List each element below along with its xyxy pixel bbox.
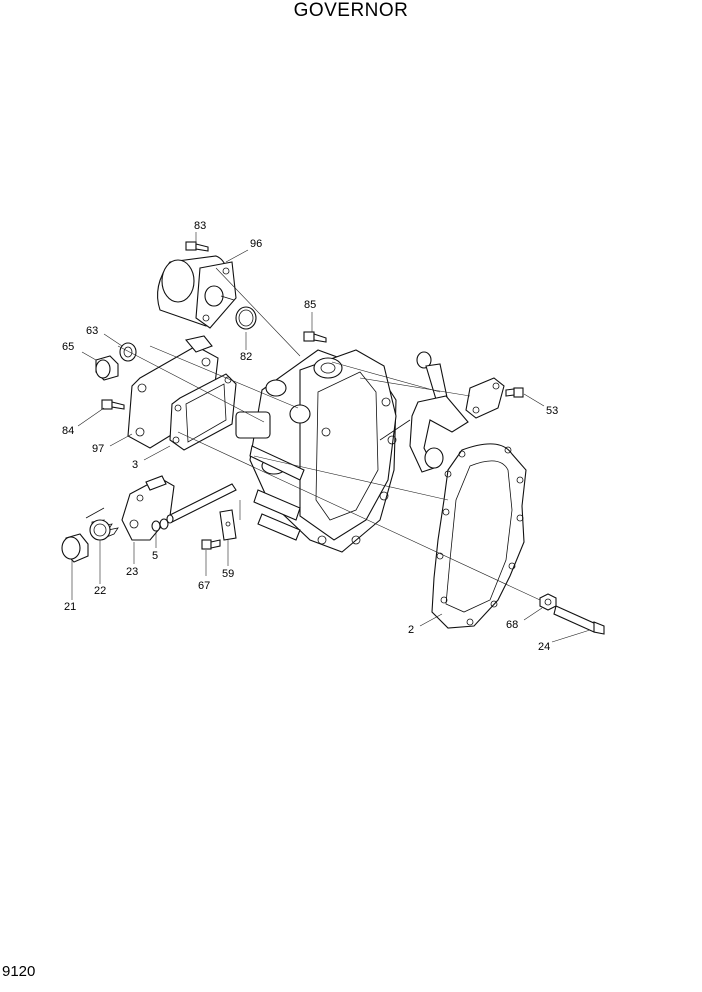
callout-82: 82 — [240, 351, 252, 363]
callout-5: 5 — [152, 550, 158, 562]
callout-53: 53 — [546, 405, 558, 417]
callout-22: 22 — [94, 585, 106, 597]
solenoid-part-96 — [157, 255, 237, 329]
plug-part-21 — [61, 533, 89, 563]
callout-67: 67 — [198, 580, 210, 592]
callout-63: 63 — [86, 325, 98, 337]
callout-59: 59 — [222, 568, 234, 580]
callout-65: 65 — [62, 341, 74, 353]
callout-3: 3 — [132, 459, 138, 471]
gasket-part-3 — [169, 373, 237, 451]
gasket-part-2 — [431, 443, 527, 629]
callout-83: 83 — [194, 220, 206, 232]
callout-24: 24 — [538, 641, 550, 653]
callout-2: 2 — [408, 624, 414, 636]
page-number: 9120 — [2, 963, 36, 980]
callout-68: 68 — [506, 619, 518, 631]
page-title: GOVERNOR — [293, 0, 409, 21]
plug-part-65 — [95, 355, 119, 381]
governor-housing — [235, 349, 397, 553]
bolt-part-83 — [185, 241, 209, 252]
callout-84: 84 — [62, 425, 74, 437]
spring-part-22 — [85, 507, 119, 541]
governor-lever-assembly — [379, 351, 469, 473]
clip-part-59 — [219, 509, 237, 541]
ring-part-5 — [151, 518, 169, 532]
bolt-part-84 — [101, 399, 125, 410]
nut-part-68 — [539, 593, 557, 611]
bolt-part-24 — [553, 605, 605, 635]
lever-plate-part-23 — [121, 475, 175, 541]
governor-shaft — [166, 483, 237, 524]
bolt-part-67 — [201, 539, 221, 550]
bolt-part-85 — [303, 331, 327, 343]
washer-part-63 — [119, 342, 137, 362]
callout-23: 23 — [126, 566, 138, 578]
leader-lines — [71, 232, 591, 643]
callout-96: 96 — [250, 238, 262, 250]
callout-85: 85 — [304, 299, 316, 311]
bracket-part-53 — [465, 377, 524, 419]
callout-21: 21 — [64, 601, 76, 613]
callout-97: 97 — [92, 443, 104, 455]
